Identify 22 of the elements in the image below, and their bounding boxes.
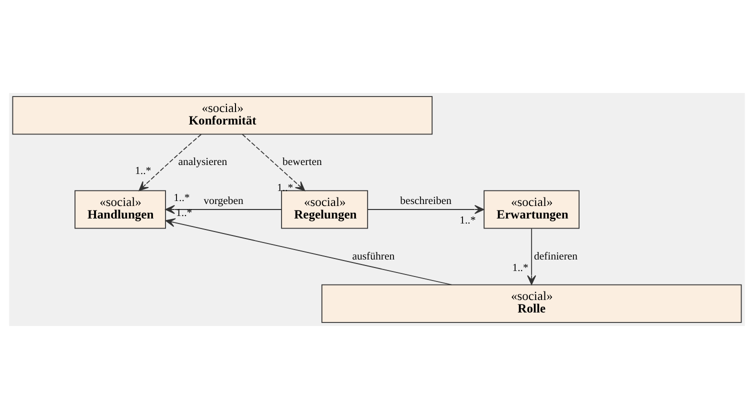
edge-label: beschreiben bbox=[400, 194, 452, 206]
node-box: «social» Konformität bbox=[12, 96, 433, 134]
edge-label: ausführen bbox=[352, 250, 395, 262]
label: 1..* bbox=[512, 262, 528, 274]
arrow bbox=[138, 133, 202, 191]
node-box: «social» Erwartungen bbox=[484, 190, 580, 228]
label: 1..* bbox=[176, 206, 192, 218]
node-box: «social» Rolle bbox=[321, 284, 742, 322]
edge-label: analysieren bbox=[178, 156, 228, 168]
edge-label: definieren bbox=[534, 250, 578, 262]
node-box: «social» Handlungen bbox=[74, 190, 166, 228]
label: 1..* bbox=[460, 214, 476, 226]
label: 1..* bbox=[135, 164, 152, 177]
arrow bbox=[165, 218, 452, 285]
arrow bbox=[165, 204, 282, 214]
arrow bbox=[527, 228, 536, 284]
edge-label: vorgeben bbox=[204, 194, 244, 206]
arrow bbox=[242, 133, 306, 191]
node-box: «social» Regelungen bbox=[281, 190, 368, 228]
edge-label: bewerten bbox=[282, 156, 322, 168]
arrow bbox=[367, 204, 484, 214]
label: 1..* bbox=[174, 191, 190, 204]
